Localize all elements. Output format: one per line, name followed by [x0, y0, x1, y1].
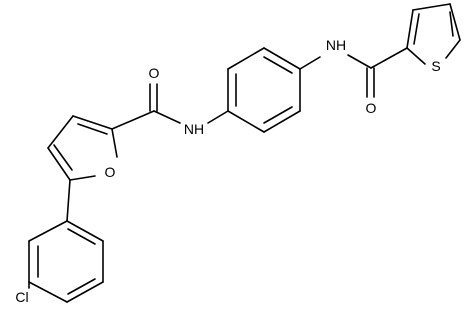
amide-cn-bond [153, 110, 181, 124]
bond [69, 175, 96, 181]
bond [406, 47, 426, 65]
double-bond [413, 13, 420, 45]
bond [72, 115, 113, 130]
bond [227, 47, 265, 70]
thiophene-sulfur-atom: S [431, 58, 440, 74]
central-benzene-ring [227, 47, 301, 133]
bond [28, 220, 68, 242]
amide-nc-bond [347, 54, 372, 69]
double-bond [67, 228, 96, 245]
bond [406, 9, 414, 49]
chlorophenyl-ring [28, 220, 104, 303]
bond [28, 281, 68, 303]
furan-carbonyl-bond [111, 110, 155, 130]
double-bond [449, 11, 454, 37]
amide-oxygen-2-atom: O [366, 100, 377, 116]
furan-oxygen-atom: O [105, 164, 116, 180]
bond [111, 128, 118, 158]
chlorine-atom: Cl [15, 289, 28, 305]
double-bond [77, 123, 108, 135]
double-bond [53, 144, 73, 171]
amide-nh-1-atom: NH [184, 121, 204, 137]
bond [449, 3, 461, 41]
bond [263, 47, 301, 70]
bond [66, 220, 104, 242]
carbonyl-thiophene-bond [370, 47, 408, 69]
thiophene-ring [406, 3, 461, 65]
bond [445, 39, 461, 59]
phenyl-furan-bond [66, 179, 71, 222]
furan-ring [47, 115, 118, 181]
amide-oxygen-1-atom: O [149, 65, 160, 81]
bond [412, 3, 451, 11]
nh-benzene-bond [207, 110, 229, 124]
bond [47, 115, 74, 149]
double-bond [67, 278, 96, 295]
amide-nh-2-atom: NH [326, 37, 346, 53]
double-bond [263, 106, 293, 124]
bond [263, 110, 301, 133]
benzene-nh-bond [299, 56, 321, 70]
bond [227, 110, 265, 133]
bond [66, 281, 104, 303]
bond [47, 147, 71, 181]
double-bond [263, 56, 293, 74]
